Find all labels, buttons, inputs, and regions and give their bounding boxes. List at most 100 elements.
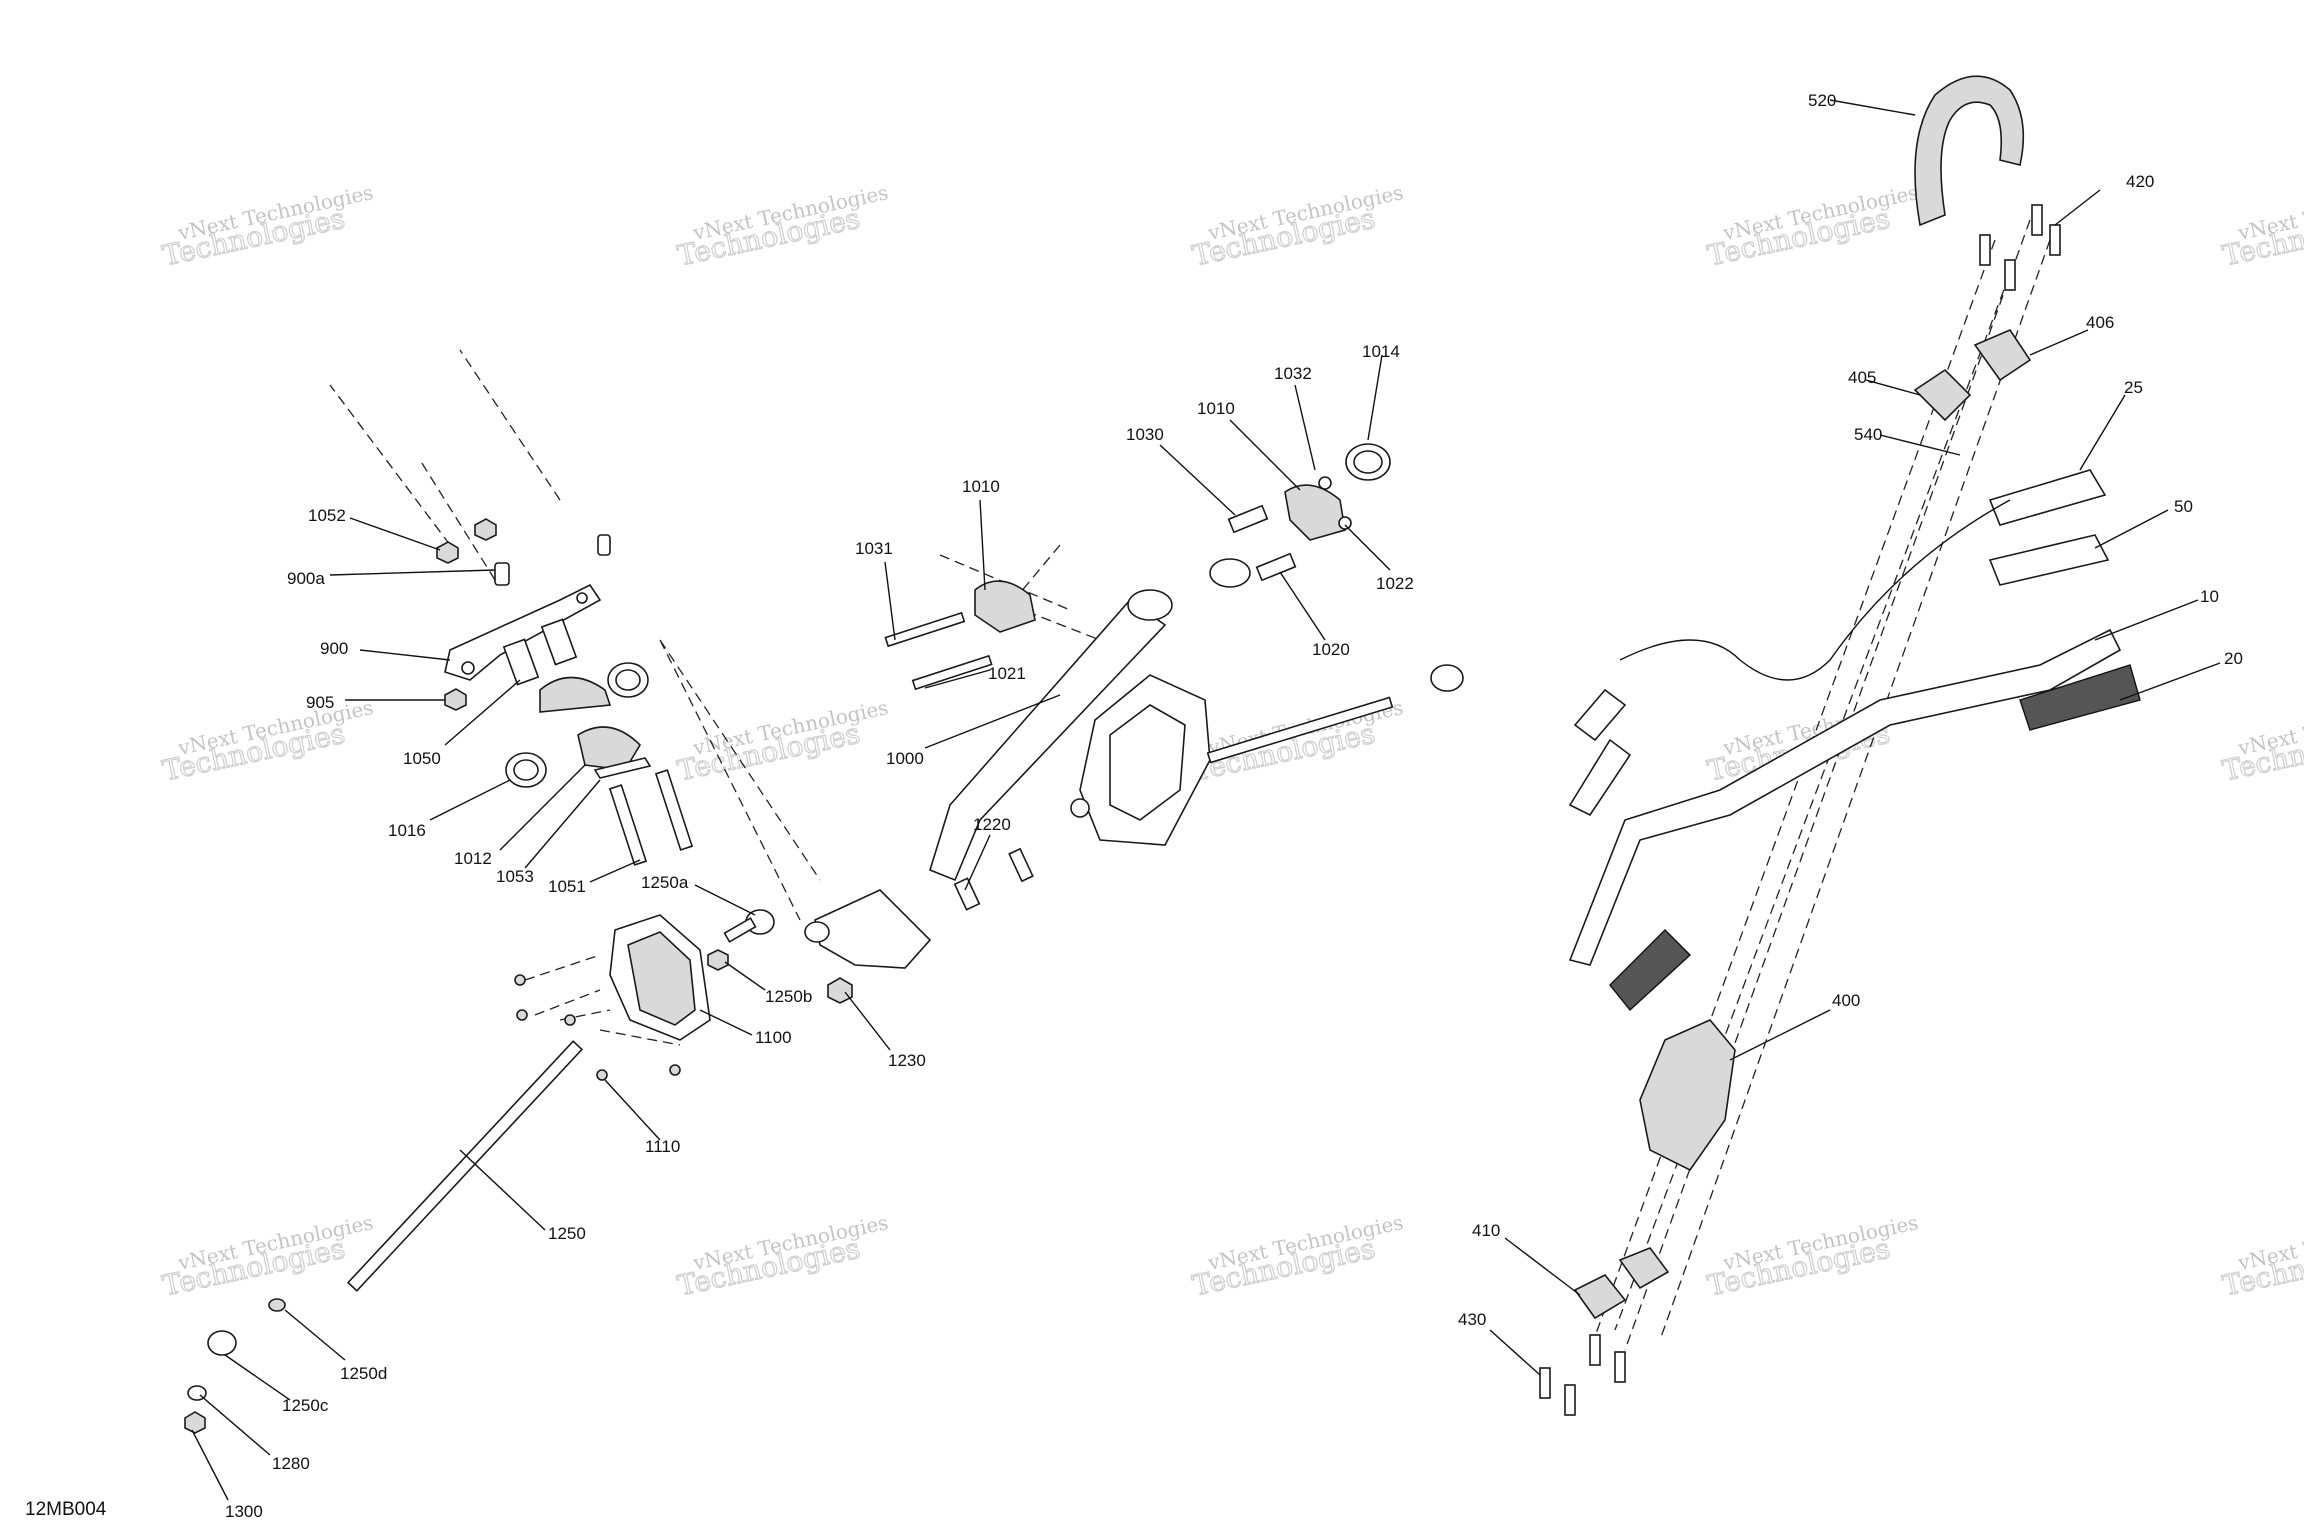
assembly-line [524,954,681,1046]
leader-1030 [1159,444,1236,516]
clamp-406 [1973,329,2032,382]
leader-1020 [1279,571,1326,641]
handlebar-10 [1568,628,2122,966]
grip-20 [2019,664,2141,731]
callout-1100: 1100 [755,1028,792,1047]
callout-1053: 1053 [496,867,534,886]
clamp-410 [1618,1247,1670,1290]
callout-400: 400 [1832,991,1860,1010]
steering-arm-1000 [929,598,1167,882]
leader-20 [2119,662,2221,701]
nut-1052 [474,518,497,541]
leader-1250 [459,1149,546,1231]
bolt-1220 [953,877,981,911]
callout-1280: 1280 [272,1454,310,1473]
leader-406 [2029,329,2089,356]
watermark-14: vNext Technologies Technologies [1704,1210,1920,1303]
callout-1010-left: 1010 [962,477,1000,496]
leader-410 [1504,1237,1581,1296]
leader-1021 [924,669,991,689]
shaft-1250 [346,1040,584,1292]
callout-1230: 1230 [888,1051,926,1070]
nut-1052 [436,541,459,564]
leader-50 [2094,509,2169,549]
steering-arm-assembly [804,443,1464,1004]
leader-1053 [524,779,601,869]
leader-1012 [499,764,586,851]
watermark-6: vNext Technologies Technologies [159,695,375,788]
assembly-line [1589,219,2051,1351]
callout-430: 430 [1458,1310,1486,1329]
leader-520 [1829,99,1916,116]
bolt-420 [2049,224,2061,256]
leader-1100 [699,1009,753,1036]
bolt-430 [1564,1384,1576,1416]
leader-1016 [429,779,511,821]
callout-20: 20 [2224,649,2243,668]
screw [564,1014,576,1026]
leader-1250b [724,961,766,991]
pitman-arm [814,889,932,969]
bracket-hole [461,661,475,675]
callout-50: 50 [2174,497,2193,516]
bolt-900a [597,534,611,556]
callout-1110: 1110 [645,1137,680,1156]
callout-1300: 1300 [225,1502,263,1521]
screw [669,1064,681,1076]
callout-406: 406 [2086,313,2114,332]
bolt-430 [1589,1334,1601,1366]
callout-labels: 520 420 406 405 540 25 50 10 20 400 410 … [225,91,2243,1521]
callout-420: 420 [2126,172,2154,191]
watermark-4: vNext Technologies Technologies [1704,180,1920,273]
pad-50 [1988,534,2110,586]
callout-540: 540 [1854,425,1882,444]
ring-1014-inner [1353,450,1383,474]
watermark-7: vNext Technologies Technologies [674,695,890,788]
watermark-1: vNext Technologies Technologies [159,180,375,273]
callout-1032: 1032 [1274,364,1312,383]
screw [514,974,526,986]
callout-1250a: 1250a [641,873,689,892]
callout-1020: 1020 [1312,640,1350,659]
clamp-1032 [1284,484,1346,541]
leader-420 [2054,189,2101,226]
leader-1052 [349,517,441,551]
bolt-1021 [911,654,993,691]
bolt-430 [1614,1351,1626,1383]
callout-25: 25 [2124,378,2143,397]
tie-rod-eye [1070,798,1090,818]
leader-1022 [1344,524,1391,571]
rod-end-shank [723,917,757,943]
leader-1014 [1367,354,1383,441]
nut-1250d [268,1298,286,1312]
bolt-430 [1539,1367,1551,1399]
callout-1022: 1022 [1376,574,1414,593]
nut-905 [444,688,467,711]
callout-410: 410 [1472,1221,1500,1240]
callout-900: 900 [320,639,348,658]
seal-1016-inner [513,759,539,781]
callout-1250: 1250 [548,1224,586,1243]
leader-1051 [589,859,641,883]
clamp-405 [1913,368,1972,422]
bolt-1220 [1008,847,1034,883]
watermark-2: vNext Technologies Technologies [674,180,890,273]
screw-1110 [596,1069,608,1081]
leader-1250c [224,1354,291,1401]
lower-column-assembly [184,909,775,1434]
grip-left [1609,929,1692,1012]
callout-520: 520 [1808,91,1836,110]
bushing-1050 [502,638,540,686]
tie-rod [1206,696,1394,764]
callout-1031: 1031 [855,539,893,558]
callout-1016: 1016 [388,821,426,840]
bolt-1051 [608,784,648,866]
callout-1010-right: 1010 [1197,399,1235,418]
bushing-1050 [540,618,578,666]
leader-25 [2079,394,2126,471]
leader-1010a [979,499,986,591]
assembly-line [329,349,561,581]
arm-sleeve [1127,589,1173,621]
leader-1032 [1294,384,1316,471]
